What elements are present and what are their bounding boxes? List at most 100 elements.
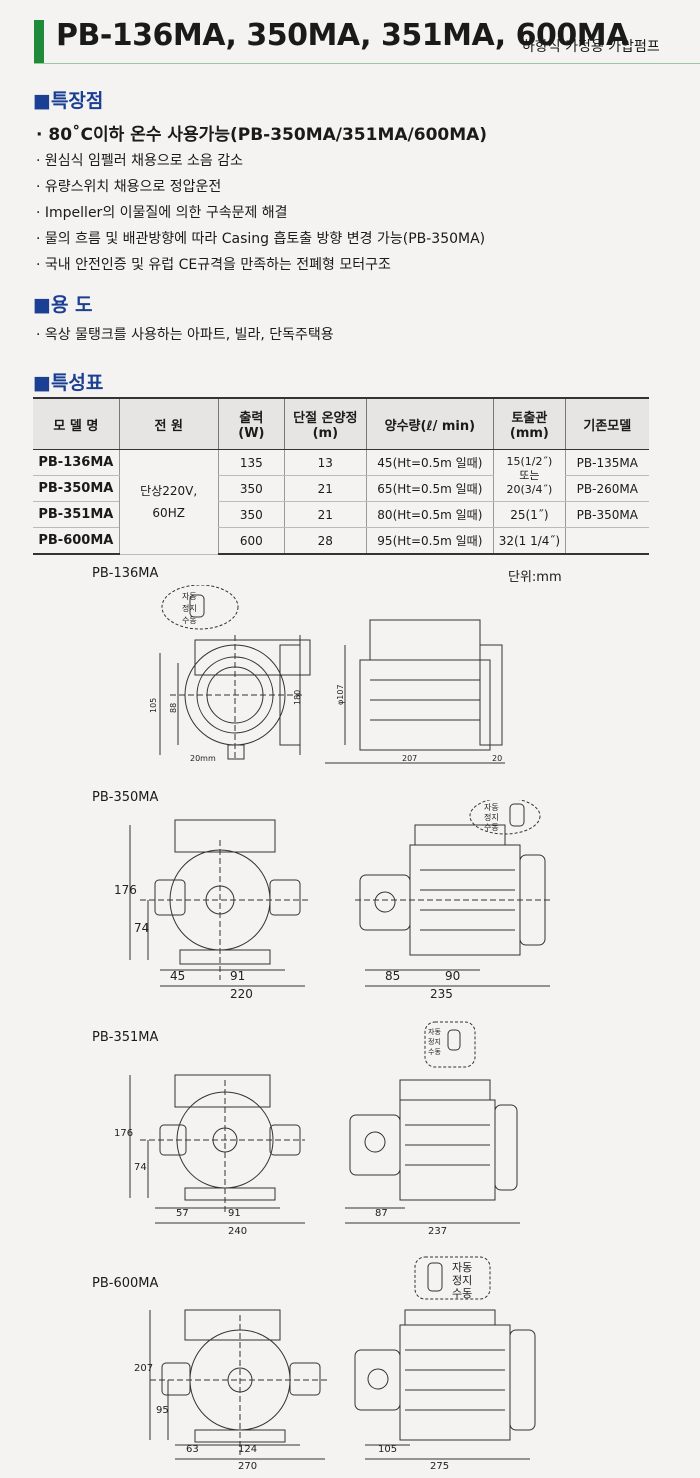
dim-pb350-b: 91 [230, 969, 245, 983]
dim-pb600-a: 63 [186, 1444, 199, 1455]
switch-label-auto: 자동 [428, 1027, 441, 1036]
switch-bubble [469, 800, 541, 835]
switch-label-auto: 자동 [452, 1261, 472, 1274]
dim-pb350-h2: 74 [134, 921, 149, 935]
cell-model: PB-600MA [33, 527, 120, 555]
cell-legacy: PB-135MA [564, 449, 649, 476]
table-row: PB-351MA 350 21 80(Ht=0.5m 일때) 25(1˝) PB… [33, 501, 649, 528]
col-head: 단절 온양정 (m) [284, 397, 367, 450]
cell-flow: 45(Ht=0.5m 일때) [365, 449, 494, 476]
pb600-front-top [184, 1309, 281, 1341]
cell-pipe: 32(1 1/4˝) [493, 527, 566, 555]
pb136-drawing: 자동 정지 수동 105 88 180 φ107 207 20 20mm [149, 585, 505, 764]
cell-output: 350 [217, 475, 285, 502]
table-row: PB-600MA 600 28 95(Ht=0.5m 일때) 32(1 1/4˝… [33, 527, 649, 555]
switch-icon [189, 594, 205, 618]
dim-pb600-h2: 95 [156, 1405, 169, 1416]
cell-power: 단상220V, 60HZ [118, 449, 219, 555]
cell-head: 21 [284, 475, 367, 502]
cell-model: PB-351MA [33, 501, 120, 528]
pb600-side-motor [399, 1324, 511, 1441]
pb350-label: PB-350MA [92, 790, 159, 805]
dim-pb136-pipe: 20mm [190, 754, 216, 763]
switch-label-stop: 정지 [484, 812, 499, 822]
col-pipe: 토출관 (mm) [493, 397, 566, 450]
switch-label-manual: 수동 [428, 1048, 441, 1056]
dim-pb350-a: 45 [170, 969, 185, 983]
pb600-drawing: 207 95 63 124 270 105 275 자동 정지 수동 [134, 1256, 536, 1470]
dim-pb350-e: 90 [445, 969, 460, 983]
usage-heading: ■용 도 [33, 294, 93, 316]
switch-icon [509, 803, 525, 827]
cell-legacy [564, 527, 649, 555]
pb350-front-top [174, 819, 276, 853]
cell-head: 21 [284, 501, 367, 528]
dim-pb351-b: 91 [228, 1208, 241, 1219]
spec-table-header-row: 모 델 명 전 원 출력 (W) 단절 온양정 (m) 양수량(ℓ/ min) … [33, 397, 649, 450]
feature-item-3: · 유량스위치 채용으로 정압운전 [36, 179, 222, 195]
cell-flow: 65(Ht=0.5m 일때) [365, 475, 494, 502]
dim-pb350-c: 220 [230, 987, 253, 1000]
cell-model: PB-350MA [33, 475, 120, 502]
pb351-side-motor [399, 1099, 496, 1201]
pb136-front-top [194, 639, 311, 676]
dim-pb351-h1: 176 [114, 1128, 133, 1139]
cell-output: 135 [217, 449, 285, 476]
page-subtitle: 하향식 가정용 가압펌프 [522, 39, 660, 55]
col-model: 모 델 명 [33, 397, 120, 450]
cell-output: 350 [217, 501, 285, 528]
feature-item-5: · 물의 흐름 및 배관방향에 따라 Casing 흡토출 방향 변경 가능(P… [36, 231, 486, 247]
switch-label-manual: 수동 [452, 1287, 472, 1300]
pb351-drawing: 176 74 57 91 240 87 237 자동 정지 수동 [114, 1021, 520, 1235]
pb136-side-head [369, 619, 481, 661]
dim-pb600-f: 275 [430, 1461, 449, 1470]
switch-label-auto: 자동 [182, 592, 197, 601]
switch-label-stop: 정지 [452, 1274, 472, 1287]
dim-pb351-h2: 74 [134, 1162, 147, 1173]
features-heading: ■특장점 [33, 90, 104, 112]
feature-item-6: · 국내 안전인증 및 유럽 CE규격을 만족하는 전폐형 모터구조 [36, 257, 391, 273]
switch-icon [447, 1029, 461, 1051]
pb600-label: PB-600MA [92, 1276, 159, 1291]
table-row: PB-136MA 단상220V, 60HZ 135 13 45(Ht=0.5m … [33, 449, 649, 555]
dim-pb136-d: φ107 [336, 684, 345, 705]
unit-label: 단위:mm [508, 570, 562, 585]
switch-label-auto: 자동 [484, 803, 499, 812]
switch-label-stop: 정지 [428, 1037, 441, 1046]
dim-pb600-h1: 207 [134, 1363, 153, 1374]
cell-flow: 80(Ht=0.5m 일때) [365, 501, 494, 528]
cell-flow: 95(Ht=0.5m 일때) [365, 527, 494, 555]
dim-pb351-a: 57 [176, 1208, 189, 1219]
switch-bubble [414, 1256, 491, 1300]
cell-output: 600 [217, 527, 285, 555]
feature-item-1: · 80˚C이하 온수 사용가능(PB-350MA/351MA/600MA) [36, 125, 488, 145]
dim-pb351-f: 237 [428, 1226, 447, 1235]
dim-pb350-d: 85 [385, 969, 400, 983]
page-title: PB-136MA, 350MA, 351MA, 600MA [56, 18, 629, 53]
feature-item-4: · Impeller의 이물질에 의한 구속문제 해결 [36, 205, 288, 221]
col-power: 전 원 [118, 397, 219, 450]
table-row: PB-350MA 350 21 65(Ht=0.5m 일때) PB-260MA [33, 475, 649, 502]
switch-icon [427, 1262, 443, 1292]
dim-pb600-c: 270 [238, 1461, 257, 1470]
col-legacy: 기존모델 [564, 397, 649, 450]
cell-head: 28 [284, 527, 367, 555]
dim-pb136-w2: 20 [492, 754, 502, 763]
dim-pb350-h1: 176 [114, 883, 137, 897]
switch-bubble [424, 1021, 476, 1068]
dim-pb136-h2: 88 [169, 703, 178, 713]
switch-label-stop: 정지 [182, 603, 197, 613]
spec-table: 모 델 명 전 원 출력 (W) 단절 온양정 (m) 양수량(ℓ/ min) … [33, 397, 649, 555]
dim-pb136-w: 207 [402, 754, 417, 763]
switch-bubble [161, 585, 239, 630]
cell-model: PB-136MA [33, 449, 120, 476]
dim-pb600-d: 105 [378, 1444, 397, 1455]
dim-pb350-f: 235 [430, 987, 453, 1000]
usage-item-1: · 옥상 물탱크를 사용하는 아파트, 빌라, 단독주택용 [36, 327, 334, 343]
switch-label-manual: 수동 [182, 616, 197, 625]
cell-pipe: 25(1˝) [493, 501, 566, 528]
feature-item-2: · 원심식 임펠러 채용으로 소음 감소 [36, 153, 244, 169]
cell-legacy: PB-350MA [564, 501, 649, 528]
specs-heading: ■특성표 [33, 372, 104, 394]
title-divider [34, 63, 700, 64]
